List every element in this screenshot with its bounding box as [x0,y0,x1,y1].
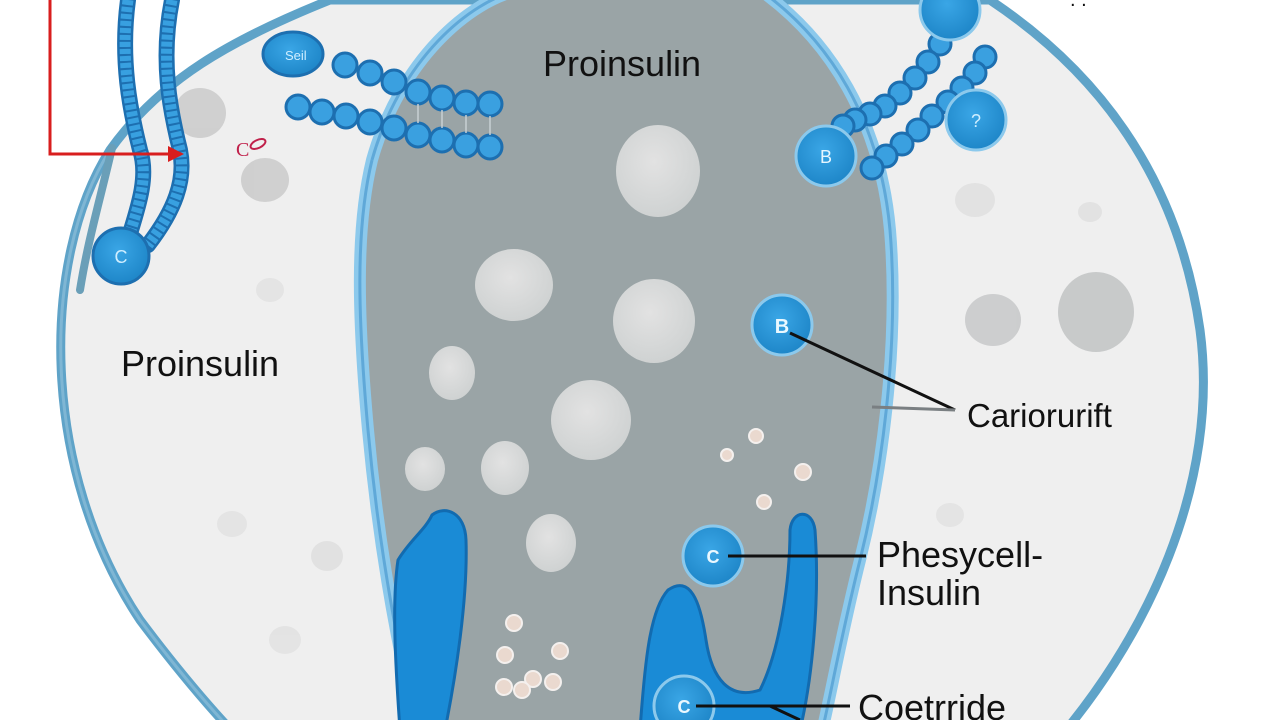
label-phesycell-insulin: Phesycell- Insulin [877,536,1043,612]
label-phesycell-line2: Insulin [877,572,982,613]
chain-head-text: Seil [285,48,307,63]
node-b-glyph: B [775,316,789,338]
proinsulin-chain-left: C [91,0,190,286]
chain-end-node [794,124,858,188]
svg-text:?: ? [971,111,981,131]
secretory-granules [405,125,700,572]
svg-text:. .: . . [1070,0,1087,11]
small-red-glyph: C [236,139,249,161]
node-c-bottom-glyph: C [678,697,691,717]
proinsulin-chain-right: ? B [794,0,1008,188]
label-proinsulin-top: Proinsulin [543,43,702,84]
leader-line-cariorurift [789,331,956,412]
label-cariorurift: Cariorurift [967,397,1112,434]
cytoplasm-vesicles [174,88,1134,654]
proinsulin-chain-top: Seil [261,30,504,161]
blue-cisternae [393,509,819,720]
endoplasmic-reticulum [353,0,899,720]
label-phesycell-line1: Phesycell- [877,534,1044,575]
node-b [750,293,814,357]
side-node [944,88,1008,152]
small-particles [495,428,812,699]
node-glyph: C [115,247,128,267]
labelled-nodes: B C C [652,293,956,720]
node-glyph: B [820,147,832,167]
membrane-fold [76,144,116,294]
label-proinsulin-left: Proinsulin [121,343,280,384]
label-coetrride: Coetrride [858,687,1007,720]
red-pointer-arrow [48,0,184,162]
node-c-glyph: C [707,547,720,567]
chain-head [261,30,325,78]
chain-terminal-node [91,226,151,286]
upper-node [918,0,982,42]
